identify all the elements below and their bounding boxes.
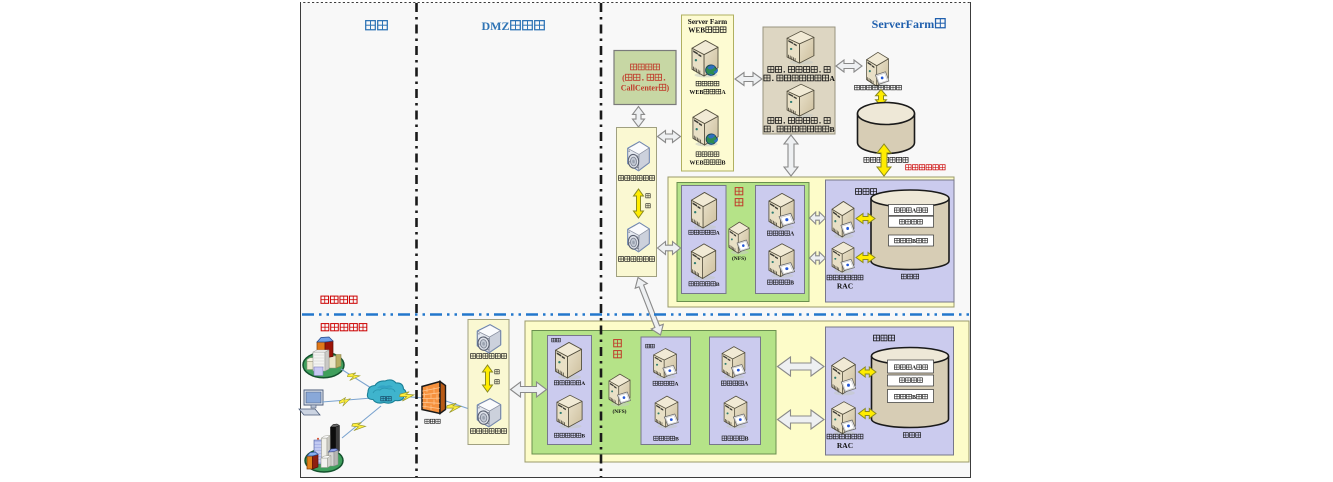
svg-text:B: B xyxy=(716,282,720,288)
svg-text:A: A xyxy=(581,381,585,387)
svg-text:Server Farm: Server Farm xyxy=(688,18,727,26)
svg-text:A: A xyxy=(912,366,917,372)
svg-text:B: B xyxy=(790,281,794,287)
svg-text:(NFS): (NFS) xyxy=(732,255,746,262)
svg-text:WEB: WEB xyxy=(690,161,704,167)
svg-text:(NFS): (NFS) xyxy=(612,408,626,415)
svg-text:A: A xyxy=(675,382,679,388)
svg-text:A: A xyxy=(716,231,720,237)
svg-text:DMZ: DMZ xyxy=(482,19,510,33)
svg-text:B: B xyxy=(581,434,585,440)
svg-text:A: A xyxy=(744,382,749,388)
svg-text:): ) xyxy=(667,84,670,93)
svg-text:B: B xyxy=(912,239,916,245)
svg-text:WEB: WEB xyxy=(688,27,705,35)
svg-text:ServerFarm: ServerFarm xyxy=(872,17,935,31)
svg-text:B: B xyxy=(912,395,916,401)
svg-text:A: A xyxy=(721,90,726,96)
svg-text:A: A xyxy=(829,74,835,83)
svg-text:(: ( xyxy=(622,74,625,83)
svg-text:CallCenter: CallCenter xyxy=(621,84,659,93)
svg-text:B: B xyxy=(722,161,726,167)
svg-text:RAC: RAC xyxy=(837,282,853,291)
svg-text:B: B xyxy=(675,437,679,443)
svg-text:RAC: RAC xyxy=(837,441,853,450)
svg-text:B: B xyxy=(830,125,835,134)
svg-text:WEB: WEB xyxy=(689,90,703,96)
svg-text:B: B xyxy=(745,437,749,443)
svg-text:A: A xyxy=(912,209,917,215)
svg-text:A: A xyxy=(790,232,795,238)
